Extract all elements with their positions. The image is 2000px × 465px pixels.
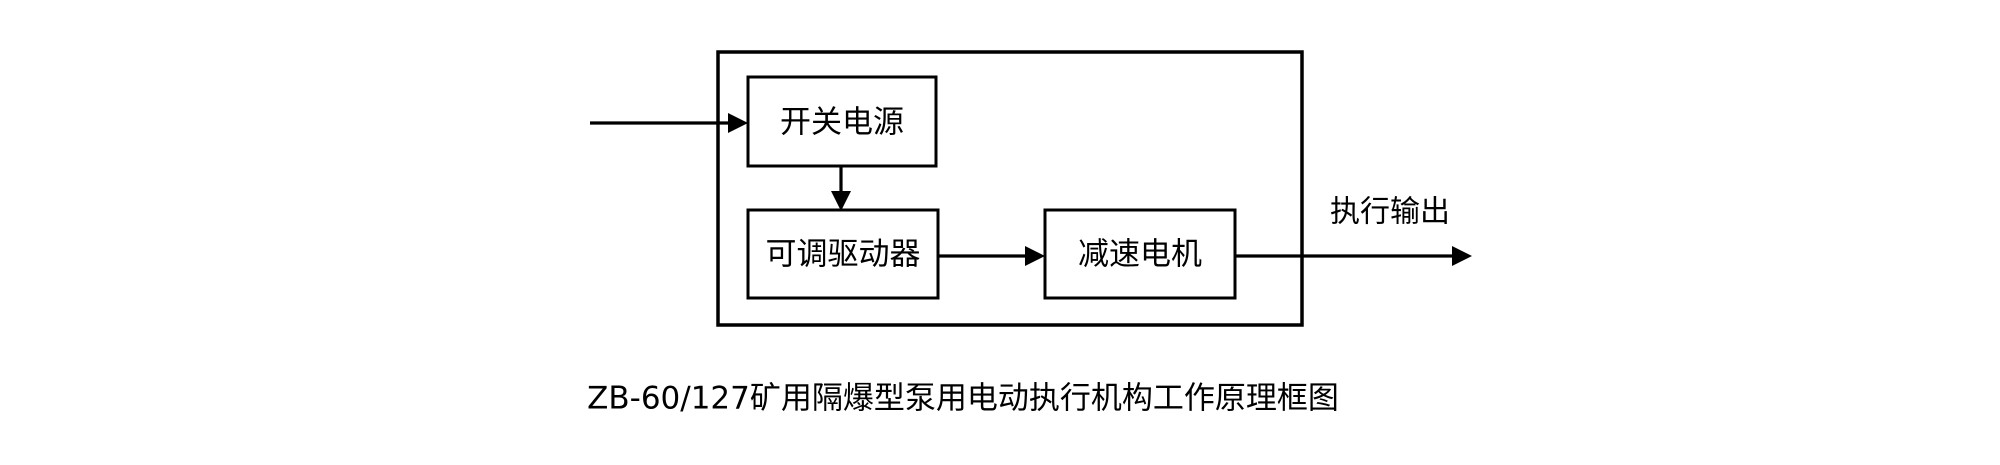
block-geared-motor: 减速电机 bbox=[1043, 208, 1237, 300]
connector-actuation-output: 执行输出 bbox=[1235, 195, 1472, 266]
driver-to-motor-arrowhead bbox=[1025, 246, 1045, 266]
connector-power-input bbox=[590, 113, 748, 133]
power-input-arrowhead bbox=[728, 113, 748, 133]
switching-power-supply-label: 开关电源 bbox=[780, 105, 904, 141]
supply-to-driver-arrowhead bbox=[831, 191, 851, 211]
actuation-output-label: 执行输出 bbox=[1330, 195, 1450, 230]
geared-motor-label: 减速电机 bbox=[1078, 237, 1202, 273]
adjustable-driver-box bbox=[746, 208, 940, 300]
adjustable-driver-label: 可调驱动器 bbox=[766, 237, 921, 273]
figure-caption: ZB-60/127矿用隔爆型泵用电动执行机构工作原理框图 bbox=[587, 381, 1339, 417]
explosion-proof-enclosure-box bbox=[716, 50, 1304, 327]
block-switching-power-supply: 开关电源 bbox=[746, 75, 938, 168]
block-adjustable-driver: 可调驱动器 bbox=[746, 208, 940, 300]
connector-driver-to-motor bbox=[938, 246, 1045, 266]
actuation-output-arrowhead bbox=[1452, 246, 1472, 266]
connector-supply-to-driver bbox=[831, 166, 851, 211]
geared-motor-box bbox=[1043, 208, 1237, 300]
